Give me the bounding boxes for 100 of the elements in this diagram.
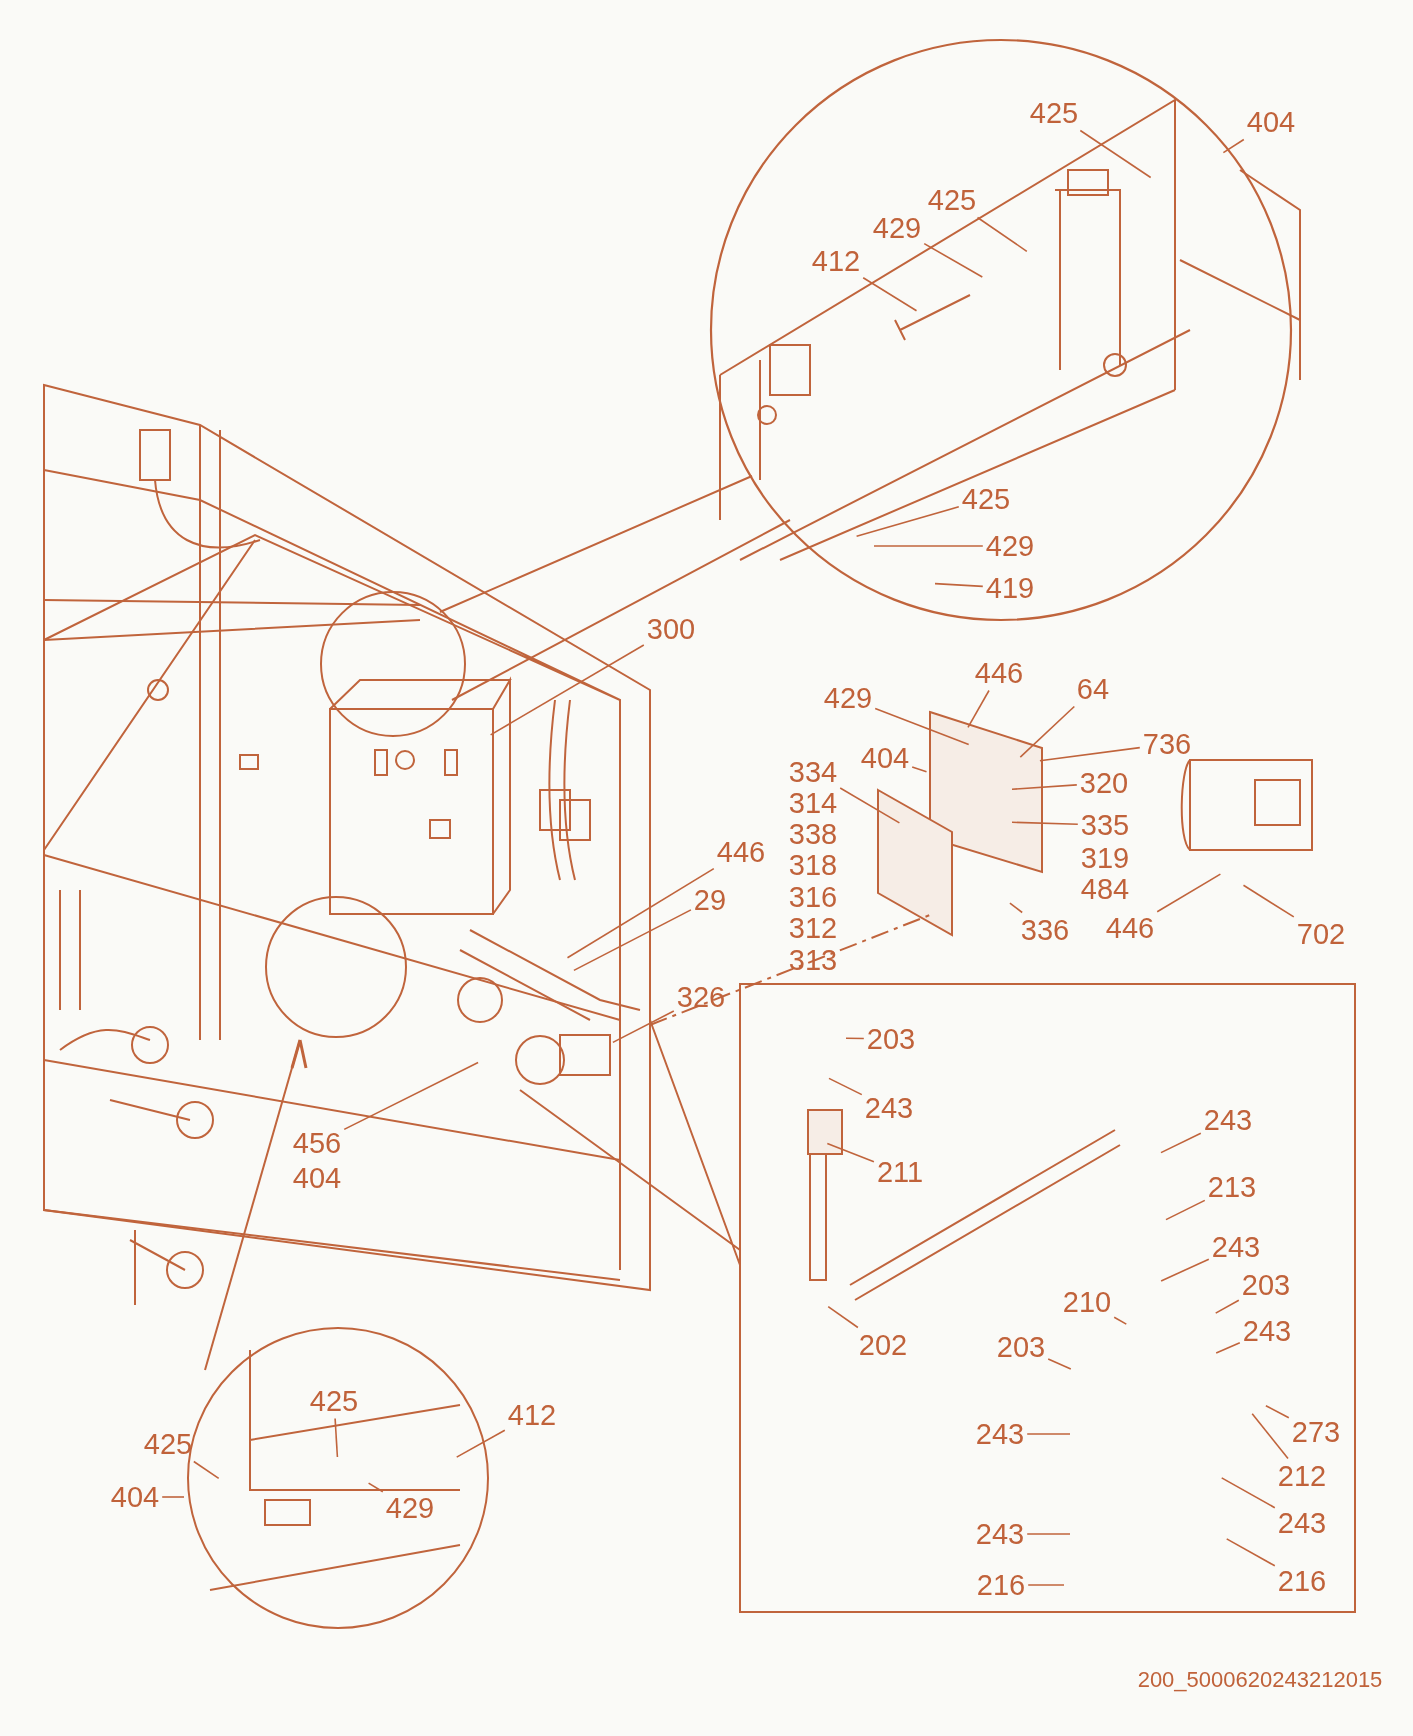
leader-line	[1027, 1584, 1065, 1586]
callout-number: 425	[1029, 98, 1079, 128]
leader-line	[1047, 1358, 1072, 1370]
leader-line	[828, 1077, 863, 1096]
callout-number: 212	[1277, 1461, 1327, 1491]
leader-line	[566, 867, 715, 959]
callout-number: 335	[1080, 810, 1130, 840]
leader-line	[1165, 1199, 1206, 1221]
leader-line	[343, 1061, 479, 1131]
callout-number: 243	[975, 1519, 1025, 1549]
leader-line	[1156, 873, 1222, 913]
callout-number: 702	[1296, 919, 1346, 949]
leader-line	[934, 582, 984, 588]
callout-number: 216	[1277, 1566, 1327, 1596]
callout-number: 319	[1080, 843, 1130, 873]
leader-line	[1160, 1132, 1202, 1154]
leader-line	[911, 766, 928, 773]
callout-number: 216	[976, 1570, 1026, 1600]
leader-line	[1079, 129, 1152, 179]
callout-number: 316	[788, 882, 838, 912]
leader-line	[923, 242, 984, 278]
leader-line	[827, 1305, 859, 1329]
callout-number: 320	[1079, 768, 1129, 798]
leader-line	[976, 216, 1028, 253]
callout-number: 203	[1241, 1270, 1291, 1300]
callout-number: 300	[646, 614, 696, 644]
callout-number: 243	[975, 1419, 1025, 1449]
leader-line	[367, 1482, 384, 1493]
callout-number: 404	[292, 1163, 342, 1193]
leader-line	[826, 1142, 875, 1163]
callout-number: 314	[788, 788, 838, 818]
callout-number: 273	[1291, 1417, 1341, 1447]
callout-number: 736	[1142, 729, 1192, 759]
callout-number: 446	[1105, 913, 1155, 943]
leader-line	[1019, 705, 1076, 758]
leader-line	[874, 707, 970, 746]
callout-number: 211	[876, 1157, 924, 1187]
leader-line	[1214, 1299, 1240, 1314]
leader-line	[1026, 1433, 1071, 1435]
callout-number: 429	[823, 683, 873, 713]
drawing-number: 200_5000620243212015	[1137, 1669, 1383, 1691]
callout-number: 312	[788, 913, 838, 943]
callout-number: 210	[1062, 1287, 1112, 1317]
callout-number: 429	[872, 213, 922, 243]
leader-line	[862, 277, 918, 312]
callout-number: 243	[1211, 1232, 1261, 1262]
callout-number: 326	[676, 982, 726, 1012]
callout-number: 425	[961, 484, 1011, 514]
leader-line	[1113, 1316, 1128, 1325]
callout-number: 318	[788, 850, 838, 880]
callout-number: 429	[385, 1493, 435, 1523]
leader-line	[1265, 1404, 1290, 1419]
callout-number: 203	[866, 1024, 916, 1054]
leader-line	[1251, 1413, 1289, 1460]
leader-line	[1222, 138, 1245, 154]
leader-line	[1220, 1477, 1276, 1509]
leader-line	[1039, 746, 1141, 762]
callout-number: 336	[1020, 915, 1070, 945]
leader-line	[573, 909, 692, 972]
leader-line	[193, 1460, 220, 1480]
callout-number: 313	[788, 945, 838, 975]
callout-number: 484	[1080, 874, 1130, 904]
callout-number: 202	[858, 1330, 908, 1360]
callout-number: 404	[110, 1482, 160, 1512]
leader-line	[1026, 1533, 1071, 1535]
leader-line	[873, 545, 984, 547]
leader-line	[334, 1417, 339, 1458]
callout-number: 243	[1277, 1508, 1327, 1538]
leader-line	[612, 1010, 675, 1044]
leader-line	[845, 1037, 865, 1040]
callout-number: 412	[811, 246, 861, 276]
callout-number: 456	[292, 1128, 342, 1158]
leader-line	[1242, 884, 1295, 918]
callout-number: 425	[927, 185, 977, 215]
leader-line	[1225, 1538, 1276, 1567]
callout-number: 425	[143, 1429, 193, 1459]
callout-number: 213	[1207, 1172, 1257, 1202]
callout-number: 64	[1076, 674, 1110, 704]
leader-line	[967, 689, 990, 729]
callout-number: 243	[1203, 1105, 1253, 1135]
callout-number: 334	[788, 757, 838, 787]
callout-number: 338	[788, 819, 838, 849]
callout-number: 429	[985, 531, 1035, 561]
leader-line	[161, 1496, 185, 1498]
leader-line	[1011, 784, 1078, 791]
callout-number: 203	[996, 1332, 1046, 1362]
callout-number: 243	[864, 1093, 914, 1123]
leader-line	[489, 644, 645, 736]
leader-line	[1215, 1342, 1241, 1354]
callout-number: 412	[507, 1400, 557, 1430]
leader-line	[839, 787, 901, 824]
callout-number: 404	[1246, 107, 1296, 137]
callout-number: 243	[1242, 1316, 1292, 1346]
callout-number: 446	[716, 837, 766, 867]
leader-line	[1160, 1258, 1210, 1282]
callout-number: 419	[985, 573, 1035, 603]
leader-line	[855, 506, 960, 537]
callout-number: 29	[693, 885, 727, 915]
leader-line	[1009, 902, 1023, 914]
callout-number: 404	[860, 743, 910, 773]
